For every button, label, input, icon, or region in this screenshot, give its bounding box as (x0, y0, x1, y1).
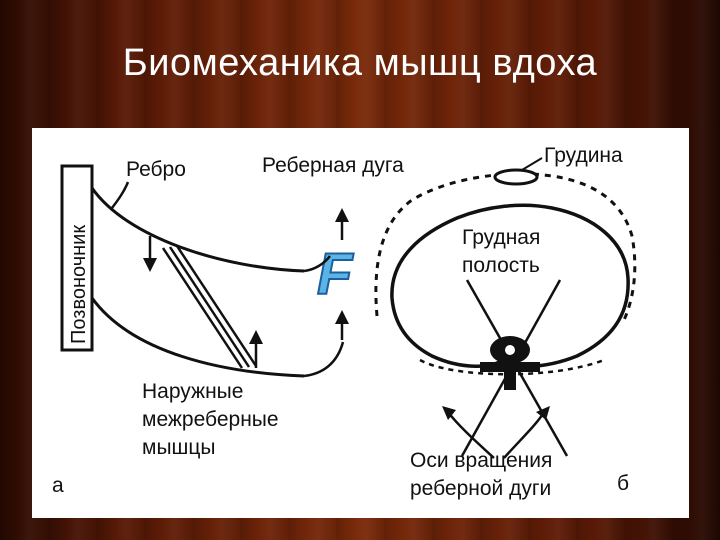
lower-rib-line (90, 297, 305, 378)
figure-panel: Позвоночник Ребро F (32, 128, 689, 518)
rib-down-arrow (143, 236, 157, 272)
intercostal-muscle-fibres (161, 245, 258, 369)
muscles-label-line1: Наружные (142, 380, 243, 403)
sternum-label: Грудина (544, 144, 623, 167)
respiratory-muscles-diagram: Позвоночник Ребро F (52, 144, 637, 500)
thoracic-cavity-outline (390, 203, 630, 368)
upper-rib-line (90, 187, 305, 273)
axis-arrow-right (503, 406, 550, 459)
axis-arrow-left (442, 406, 495, 459)
lower-rib-to-force-curve (303, 341, 345, 378)
axes-label-line2: реберной дуги (410, 477, 551, 500)
cavity-label-line2: полость (462, 254, 540, 277)
muscles-label-line3: мышцы (142, 436, 216, 459)
panel-b-label: б (617, 472, 629, 495)
sternum-pointer (521, 157, 543, 171)
costal-arch-label: Реберная дуга (262, 154, 404, 177)
slide-title: Биомеханика мышц вдоха (122, 42, 598, 84)
force-up-arrow-top (335, 208, 349, 240)
rib-pointer (110, 181, 130, 209)
spine-box (60, 164, 94, 352)
force-symbol: F (317, 242, 354, 307)
costal-arch-dashed (374, 172, 637, 321)
muscles-label-line2: межреберные (142, 408, 279, 431)
sternum-shape (493, 168, 539, 186)
rib-label: Ребро (126, 158, 186, 181)
cavity-label-line1: Грудная (462, 226, 540, 249)
axes-label-line1: Оси вращения (410, 449, 552, 472)
vertebra-shape (480, 336, 540, 390)
panel-a-label: а (52, 474, 64, 497)
spine-label: Позвоночник (68, 225, 90, 344)
upper-rib-to-force-curve (303, 255, 331, 273)
rib-up-arrow (249, 330, 263, 368)
force-up-arrow-bottom (335, 310, 349, 340)
